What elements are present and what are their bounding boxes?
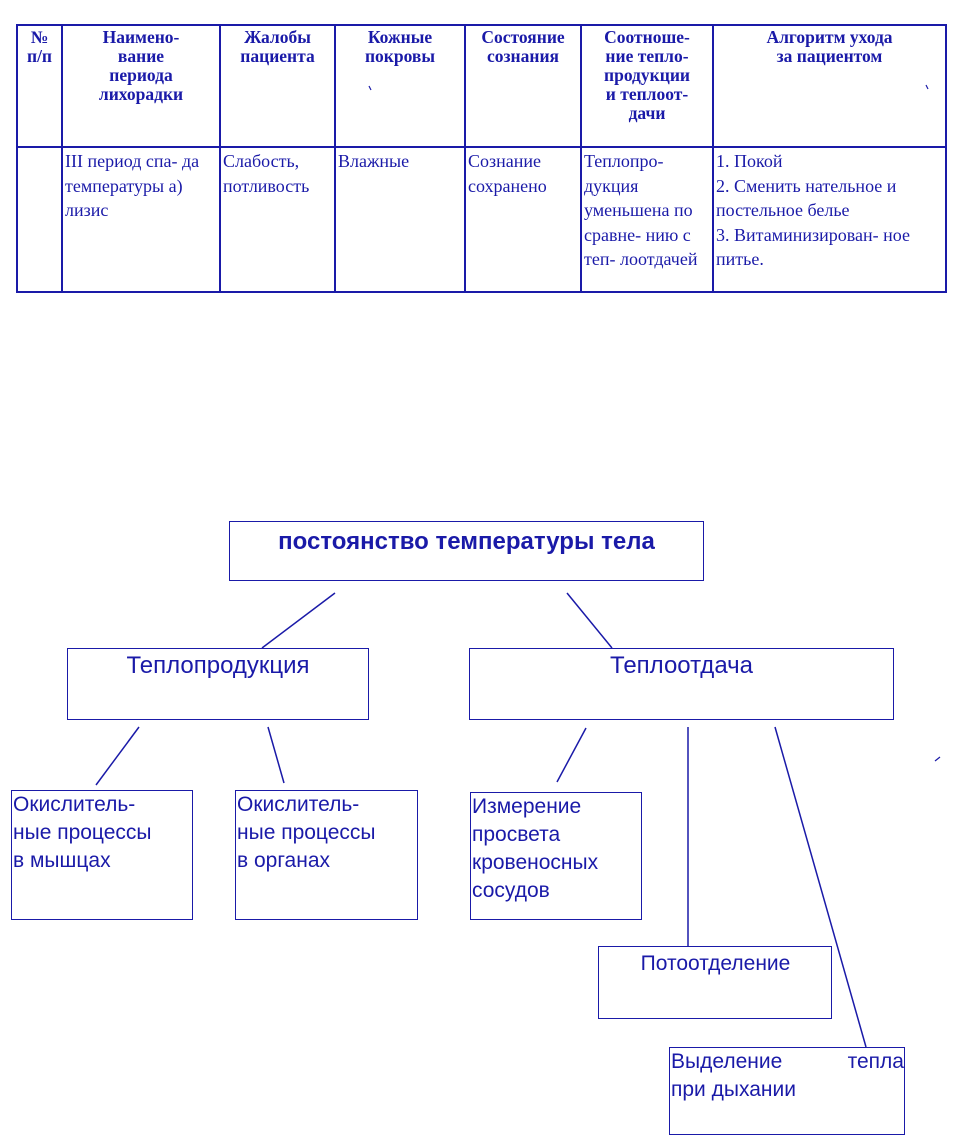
link-root-to-transfer	[566, 592, 613, 649]
care-step: 1. Покой	[716, 151, 783, 171]
header-care-algorithm: Алгоритм ухода за пациентом	[712, 24, 947, 148]
sweating-box: Потоотделение	[598, 946, 832, 1019]
breathing-heat-box: Выделение тепла при дыхании	[669, 1047, 905, 1135]
heat-transfer-box: Теплоотдача	[469, 648, 894, 720]
header-skin: Кожные покровы	[334, 24, 466, 148]
cell-consciousness: Сознание сохранено	[464, 146, 582, 293]
link-production-to-muscles	[95, 726, 140, 786]
cell-skin: Влажные	[334, 146, 466, 293]
header-period-name: Наимено- вание периода лихорадки	[61, 24, 221, 148]
organ-oxidation-box: Окислитель- ные процессы в органах	[235, 790, 418, 920]
header-number: № п/п	[16, 24, 63, 148]
cell-number	[16, 146, 63, 293]
care-step: 3. Витаминизирован- ное питье.	[716, 224, 910, 270]
cell-heat-ratio: Теплопро- дукция уменьшена по сравне- ни…	[580, 146, 714, 293]
muscle-oxidation-box: Окислитель- ные процессы в мышцах	[11, 790, 193, 920]
thermoregulation-root-box: постоянство температуры тела	[229, 521, 704, 581]
table-row: III период спа- да температуры а) лизис …	[16, 146, 947, 293]
link-production-to-organs	[267, 726, 285, 784]
header-complaints: Жалобы пациента	[219, 24, 336, 148]
header-consciousness: Состояние сознания	[464, 24, 582, 148]
header-heat-ratio: Соотноше- ние тепло- продукции и теплоот…	[580, 24, 714, 148]
cell-period: III период спа- да температуры а) лизис	[61, 146, 221, 293]
link-transfer-to-vessels	[556, 727, 587, 783]
cell-care-steps: 1. Покой 2. Сменить нательное и постельн…	[712, 146, 947, 293]
cell-complaints: Слабость, потливость	[219, 146, 336, 293]
care-step: 2. Сменить нательное и постельное белье	[716, 175, 897, 221]
link-root-to-production	[261, 592, 336, 649]
heat-production-box: Теплопродукция	[67, 648, 369, 720]
scan-speck	[934, 756, 941, 762]
table-header-row: № п/п Наимено- вание периода лихорадки Ж…	[16, 24, 947, 148]
vessel-lumen-box: Измерение просвета кровеносных сосудов	[470, 792, 642, 920]
fever-care-table: № п/п Наимено- вание периода лихорадки Ж…	[16, 24, 947, 293]
